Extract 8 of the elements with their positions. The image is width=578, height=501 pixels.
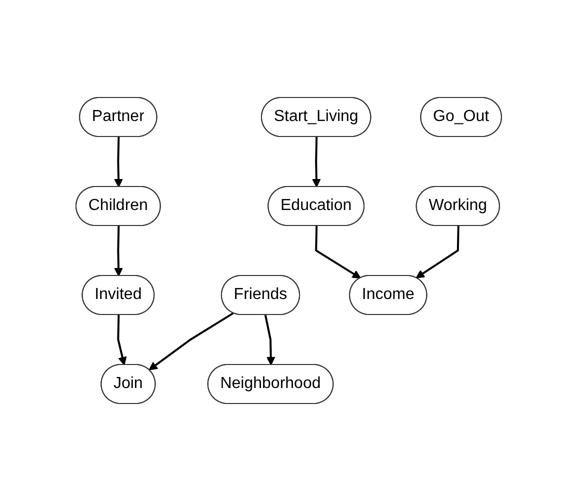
arrow <box>149 312 234 370</box>
arrow <box>114 136 124 188</box>
arrow <box>114 226 124 276</box>
arrow <box>315 226 362 279</box>
arrow <box>264 314 276 366</box>
arrow <box>312 136 322 188</box>
arrow <box>416 226 460 278</box>
arrow <box>117 314 127 366</box>
